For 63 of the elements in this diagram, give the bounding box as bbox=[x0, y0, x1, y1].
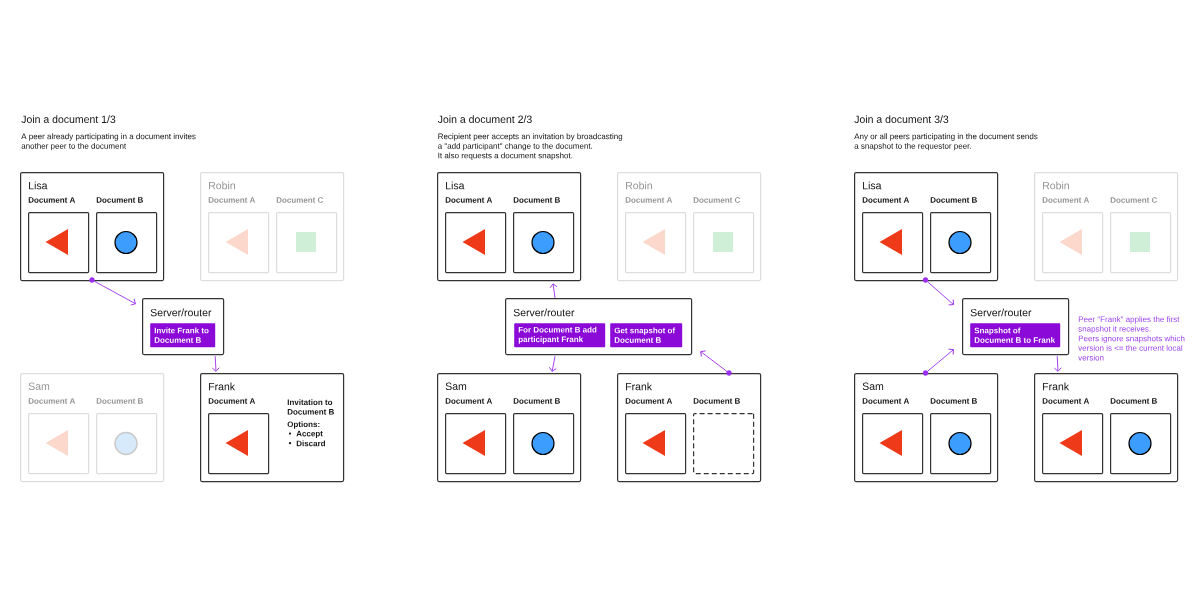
document-label: Document A bbox=[625, 197, 673, 203]
document-label: Document C bbox=[693, 197, 741, 203]
message-chip: For Document B add participant Frank bbox=[514, 323, 606, 348]
arrow bbox=[1053, 355, 1062, 372]
peer-name: Robin bbox=[1043, 181, 1069, 190]
arrow bbox=[549, 283, 558, 299]
document-label: Document B bbox=[513, 398, 560, 404]
document-label: Document A bbox=[208, 197, 256, 203]
arrow bbox=[93, 280, 136, 306]
document-label: Document B bbox=[96, 197, 143, 203]
option-item: Discard bbox=[296, 440, 325, 447]
document-label: Document B bbox=[513, 197, 560, 203]
panel-title: Join a document 1/3 bbox=[21, 115, 116, 123]
document-label: Document A bbox=[28, 398, 76, 404]
document-label: Document C bbox=[276, 197, 324, 203]
peer-name: Sam bbox=[28, 382, 50, 391]
peer-name: Robin bbox=[209, 181, 235, 190]
panel-title: Join a document 2/3 bbox=[437, 115, 532, 123]
document-label: Document A bbox=[862, 197, 910, 203]
peer-name: Sam bbox=[445, 382, 467, 391]
document-label: Document B bbox=[693, 398, 740, 404]
arrow bbox=[211, 355, 220, 372]
document-label: Document B bbox=[1110, 398, 1157, 404]
document-label: Document A bbox=[28, 197, 76, 203]
server-title: Server/router bbox=[970, 308, 1032, 317]
document-label: Document A bbox=[445, 398, 493, 404]
server-title: Server/router bbox=[513, 308, 575, 317]
option-item: Accept bbox=[296, 430, 323, 438]
options-heading: Options: bbox=[287, 421, 320, 429]
note-text: Peer "Frank" applies the first snapshot it receives. bbox=[1078, 316, 1180, 334]
document-label: Document C bbox=[1110, 197, 1158, 203]
peer-name: Lisa bbox=[863, 181, 882, 190]
document-label: Document A bbox=[208, 398, 256, 404]
message-chip: Snapshot of Document B to Frank bbox=[970, 323, 1061, 348]
document-label: Document A bbox=[862, 398, 910, 404]
peer-name: Sam bbox=[862, 382, 884, 391]
server-title: Server/router bbox=[150, 308, 212, 317]
message-chip: Get snapshot of Document B bbox=[610, 323, 683, 348]
description-text: Recipient peer accepts an invitation by broadcasting a "add participant" change to the document. bbox=[438, 133, 623, 151]
peer-name: Frank bbox=[626, 382, 653, 391]
note-text: Peers ignore snapshots which version is <= the current local version bbox=[1078, 335, 1185, 361]
invitation-text: Invitation to Document B bbox=[287, 399, 334, 415]
description-text: It also requests a document snapshot. bbox=[438, 152, 573, 160]
message-chip: Invite Frank to Document B bbox=[150, 323, 216, 348]
peer-name: Lisa bbox=[29, 181, 48, 190]
arrow bbox=[700, 350, 728, 372]
document-label: Document B bbox=[930, 197, 977, 203]
arrow bbox=[927, 348, 954, 372]
document-label: Document B bbox=[930, 398, 977, 404]
description-text: Any or all peers participating in the document sends a snapshot to the requestor peer. bbox=[854, 133, 1038, 151]
peer-name: Lisa bbox=[446, 181, 465, 190]
peer-name: Frank bbox=[209, 382, 236, 391]
document-label: Document A bbox=[1042, 197, 1090, 203]
arrow bbox=[548, 355, 557, 372]
peer-name: Robin bbox=[626, 181, 652, 190]
document-label: Document A bbox=[445, 197, 493, 203]
document-label: Document A bbox=[625, 398, 673, 404]
document-label: Document B bbox=[96, 398, 143, 404]
peer-name: Frank bbox=[1043, 382, 1070, 391]
document-label: Document A bbox=[1042, 398, 1090, 404]
arrow bbox=[927, 281, 954, 306]
panel-title: Join a document 3/3 bbox=[854, 115, 949, 123]
description-text: A peer already participating in a document invites another peer to the document bbox=[21, 133, 196, 151]
